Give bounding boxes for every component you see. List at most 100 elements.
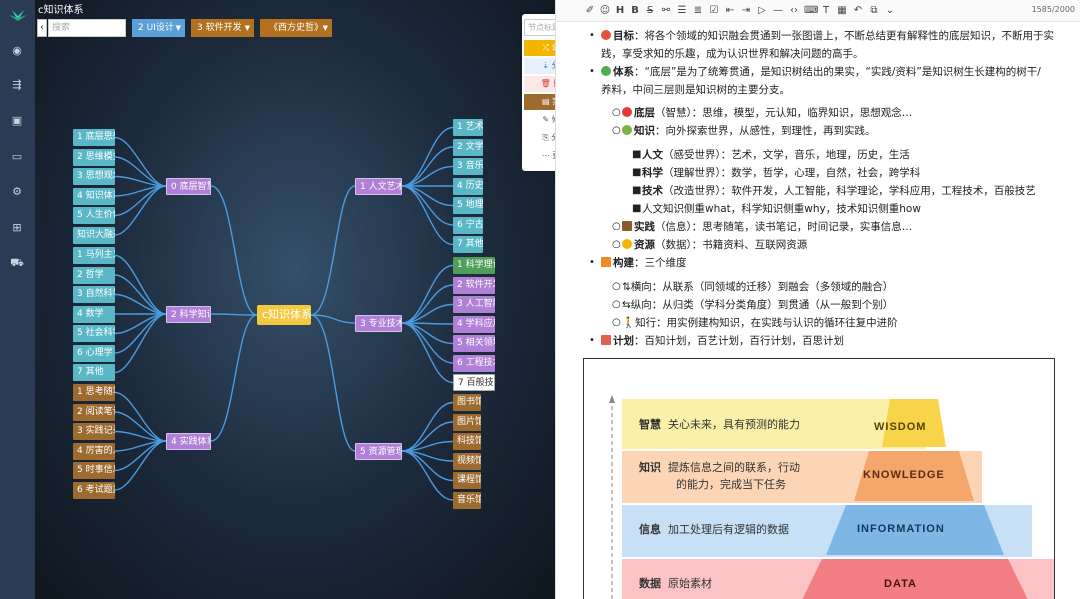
node-right_group1-1[interactable]: 2 文学 [453,138,483,156]
node-left_group4-0[interactable]: 1 思考随笔 [73,384,115,401]
menu-split[interactable]: ⇣ 分解 [524,58,555,74]
node-right_group3-3[interactable]: 4 学科应用 [453,315,495,333]
menu-instance[interactable]: ▤ 实例 [524,94,555,110]
dashboard-icon[interactable]: ◉ [12,44,22,57]
tab-software[interactable]: 3 软件开发▼ [191,19,254,37]
node-left_group2-2[interactable]: 3 自然科学 [73,286,115,303]
node-right_group5-1[interactable]: 图片馆 [453,413,481,431]
editor-content[interactable]: • 目标：将各个领域的知识融会贯通到一张图谱上，不断总结更有解释性的底层知识，不… [556,24,1080,599]
node-left_group2-5[interactable]: 6 心理学 [73,344,115,362]
quote-icon[interactable]: ▷ [758,5,766,16]
node-left_group0-3[interactable]: 4 知识体系 [73,187,115,205]
node-left_group2-4[interactable]: 5 社会科学 [73,325,115,342]
coin-icon [622,239,632,249]
emoji-icon[interactable]: ☺ [599,5,611,16]
mindmap-canvas[interactable]: c知识体系 ‹ 搜索 2 UI设计▼ 3 软件开发▼ 《西方史哲》▼ c知识体系… [35,0,555,599]
node-right_group3-0[interactable]: 1 科学理论 [453,257,495,274]
mindmap-icon[interactable]: ⇶ [12,78,22,91]
node-right_group1-3[interactable]: 4 历史 [453,177,483,195]
node-left_group0-5[interactable]: 知识大融通 [73,226,115,244]
node-l1-right-3[interactable]: 3 专业技术 [355,315,402,332]
node-right_group3-2[interactable]: 3 人工智能 [453,296,495,313]
node-l1-left-2[interactable]: 2 科学知识 [166,306,211,323]
link-icon[interactable]: ⚯ [661,5,671,16]
node-left_group2-0[interactable]: 1 马列主义 [73,247,115,264]
node-right_group3-4[interactable]: 5 相关领域 [453,335,495,352]
node-title-input[interactable]: 节点标题 [524,19,555,36]
checkbox-icon[interactable]: ☑ [709,5,719,16]
node-right_group1-0[interactable]: 1 艺术 [453,119,483,136]
item-practice: 实践（信息）：思考随笔，读书笔记，时间记录，实事信息… [622,218,912,236]
node-right_group1-5[interactable]: 6 宁古 [453,216,483,234]
node-right_group1-4[interactable]: 5 地理 [453,197,483,214]
tab-western-history[interactable]: 《西方史哲》▼ [260,19,332,37]
node-left_group0-0[interactable]: 1 底层思想 [73,129,115,146]
root-node[interactable]: c知识体系 [257,305,311,325]
node-l1-right-5[interactable]: 5 资源管理 [355,443,402,460]
node-left_group0-1[interactable]: 2 思维模式 [73,148,115,166]
undo-icon[interactable]: ↶ [853,5,863,16]
node-right_group5-0[interactable]: 图书馆 [453,394,481,411]
settings-icon[interactable]: ⚙ [12,185,22,198]
node-right_group5-2[interactable]: 科技馆 [453,433,481,450]
node-left_group0-4[interactable]: 5 人生价值 [73,207,115,224]
bold-icon[interactable]: B [631,5,639,16]
outdent-icon[interactable]: ⇤ [725,5,735,16]
chip-label: 《西方史哲》 [269,23,324,33]
image-icon[interactable]: ▣ [11,114,23,127]
node-l1-left-0[interactable]: 0 底层智慧 [166,178,211,195]
node-l1-right-1[interactable]: 1 人文艺术 [355,178,402,195]
node-left_group4-3[interactable]: 4 厉害的人 [73,442,115,460]
connector-left_group4-5 [114,440,167,491]
menu-share[interactable]: ⎘ 分享 [542,133,555,142]
node-right_group5-4[interactable]: 课程馆 [453,472,481,489]
bus-icon[interactable]: ⛟ [10,256,24,269]
tab-ui-design[interactable]: 2 UI设计▼ [132,19,185,37]
para-plan: 计划：百知计划，百艺计划，百行计划，百思计划 [601,332,844,350]
node-right_group3-1[interactable]: 2 软件开发 [453,276,495,294]
item-vertical: ⇆纵向：从归类（学科分类角度）到贯通（从一般到个别） [622,299,894,311]
node-left_group2-6[interactable]: 7 其他 [73,364,115,381]
node-right_group5-3[interactable]: 视频馆 [453,452,481,470]
menu-public[interactable]: ⤮ 公开 [524,40,555,56]
node-right_group1-6[interactable]: 7 其他 [453,236,483,253]
book-icon [622,221,632,231]
collapse-button[interactable]: ‹ [37,19,47,37]
redo-icon[interactable]: ⧉ [870,5,878,16]
memo-icon [601,335,611,345]
node-left_group4-2[interactable]: 3 实践记录 [73,423,115,440]
indent-icon[interactable]: ⇥ [741,5,751,16]
code-block-icon[interactable]: ⌨ [804,5,819,16]
node-left_group0-2[interactable]: 3 思想观念 [73,168,115,185]
node-left_group2-1[interactable]: 2 哲学 [73,266,115,284]
heading-icon[interactable]: H [615,5,625,16]
menu-delete[interactable]: 🗑 删除 [524,76,555,92]
display-icon[interactable]: ▭ [11,150,23,163]
search-input[interactable]: 搜索 [48,19,126,37]
tier-knowledge-desc2: 的能力，完成当下任务 [676,478,786,491]
node-right_group3-5[interactable]: 6 工程技术 [453,354,495,372]
grid-icon[interactable]: ⊞ [12,221,22,234]
node-right_group3-6[interactable]: 7 百般技艺 [453,374,495,391]
node-right_group1-2[interactable]: 3 音乐 [453,158,483,175]
connector-left_group2-6 [114,313,167,374]
table-icon[interactable]: ▦ [837,5,847,16]
node-left_group4-5[interactable]: 6 考试题武 [73,481,115,499]
strike-icon[interactable]: S [646,5,654,16]
number-list-icon[interactable]: ≣ [693,5,703,16]
code-icon[interactable]: ‹› [790,5,798,16]
tier-knowledge-cn: 知识 提炼信息之间的联系，行动 [639,461,800,474]
node-left_group2-3[interactable]: 4 数学 [73,305,115,323]
hr-icon[interactable]: — [773,5,783,16]
node-left_group4-4[interactable]: 5 时事信息 [73,462,115,479]
menu-more[interactable]: ⋯ 更多 [541,151,555,160]
node-left_group4-1[interactable]: 2 阅读笔记 [73,403,115,421]
brush-icon[interactable]: ✐ [585,5,595,16]
menu-edit[interactable]: ✎ 修改 [542,115,555,124]
more-icon[interactable]: ⌄ [885,5,895,16]
node-right_group5-5[interactable]: 音乐馆 [453,491,481,509]
bullet-list-icon[interactable]: ☰ [677,5,687,16]
tree-icon [601,66,611,76]
node-l1-left-4[interactable]: 4 实践体系 [166,433,211,450]
text-icon[interactable]: T [822,5,830,16]
